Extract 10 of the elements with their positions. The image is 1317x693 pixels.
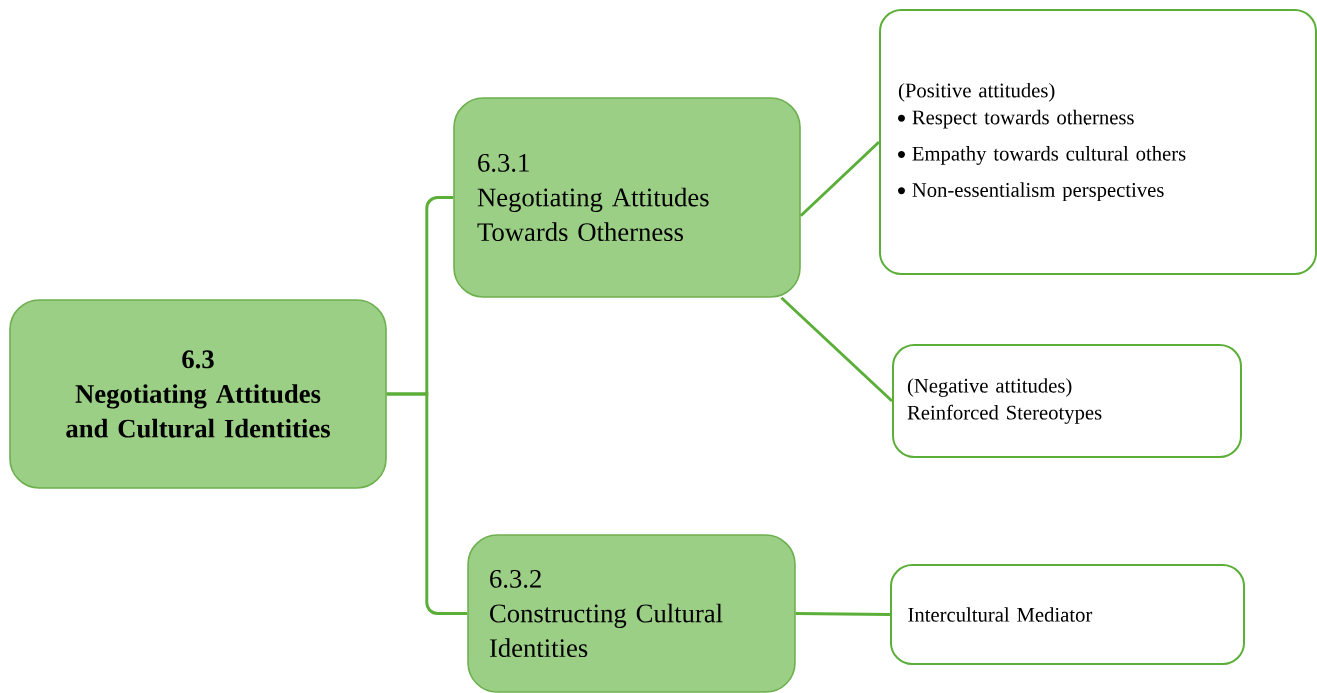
connector-line: [795, 612, 890, 616]
topic-box: 6.3 Negotiating Attitudes and Cultural Identities: [9, 299, 387, 489]
attribute-box: Intercultural Mediator: [890, 564, 1246, 665]
connector-line: [780, 296, 893, 403]
connector-line: [799, 140, 880, 217]
subtopic-box: 6.3.1 Negotiating Attitudes Towards Otherness: [453, 97, 801, 298]
connector-line: [386, 392, 468, 615]
attribute-box: (Negative attitudes) Reinforced Stereotypes: [892, 344, 1242, 458]
attribute-box: (Positive attitudes) Respect towards otherness Empathy towards cultural others Non-essentialism perspectives: [879, 9, 1317, 275]
subtopic-box: 6.3.2 Constructing Cultural Identities: [467, 534, 796, 693]
